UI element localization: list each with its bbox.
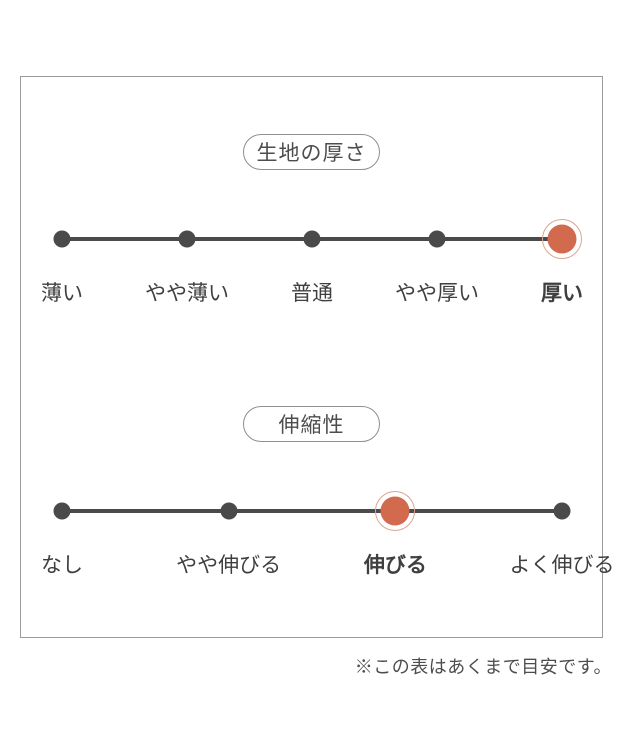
scale-dot — [428, 230, 446, 248]
selected-dot-ring — [542, 219, 582, 259]
scale-tick-label: よく伸びる — [509, 554, 615, 577]
scale-line — [62, 509, 562, 513]
scale-tick-label: やや薄い — [145, 282, 229, 305]
scale-title: 伸縮性 — [278, 414, 345, 437]
scale-tick-label: なし — [41, 554, 83, 577]
selected-dot-ring — [375, 491, 416, 531]
scale-dot — [53, 230, 71, 248]
scale-track: 薄い やや薄い 普通 やや厚い 厚い — [41, 134, 583, 364]
rating-scale-2: 伸縮性なし やや伸びる 伸びる よく伸びる — [21, 406, 615, 636]
scale-tick-label: やや厚い — [395, 282, 479, 305]
scale-title: 生地の厚さ — [256, 142, 367, 165]
scale-title-pill: 生地の厚さ — [243, 134, 380, 170]
rating-scale-1: 生地の厚さ薄い やや薄い 普通 やや厚い 厚い — [21, 134, 602, 364]
scale-tick-label-selected: 厚い — [541, 282, 583, 305]
scale-dot — [553, 502, 571, 520]
scale-dot-selected — [547, 224, 577, 254]
scale-tick-label-selected: 伸びる — [363, 554, 427, 577]
scale-dot — [53, 502, 71, 520]
scale-dot — [178, 230, 196, 248]
spec-panel: 生地の厚さ薄い やや薄い 普通 やや厚い 厚い伸縮性なし やや伸びる 伸びる よく伸びる — [20, 76, 615, 638]
scale-tick-label: 薄い — [41, 282, 83, 305]
scale-track: なし やや伸びる 伸びる よく伸びる — [41, 406, 615, 636]
scale-tick-label: やや伸びる — [176, 554, 282, 577]
scale-dot — [303, 230, 321, 248]
scale-title-pill: 伸縮性 — [243, 406, 380, 442]
disclaimer-note: ※この表はあくまで目安です。 — [354, 657, 612, 677]
scale-tick-label: 普通 — [291, 282, 333, 305]
scale-dot-selected — [380, 496, 410, 526]
scale-dot — [220, 502, 238, 520]
